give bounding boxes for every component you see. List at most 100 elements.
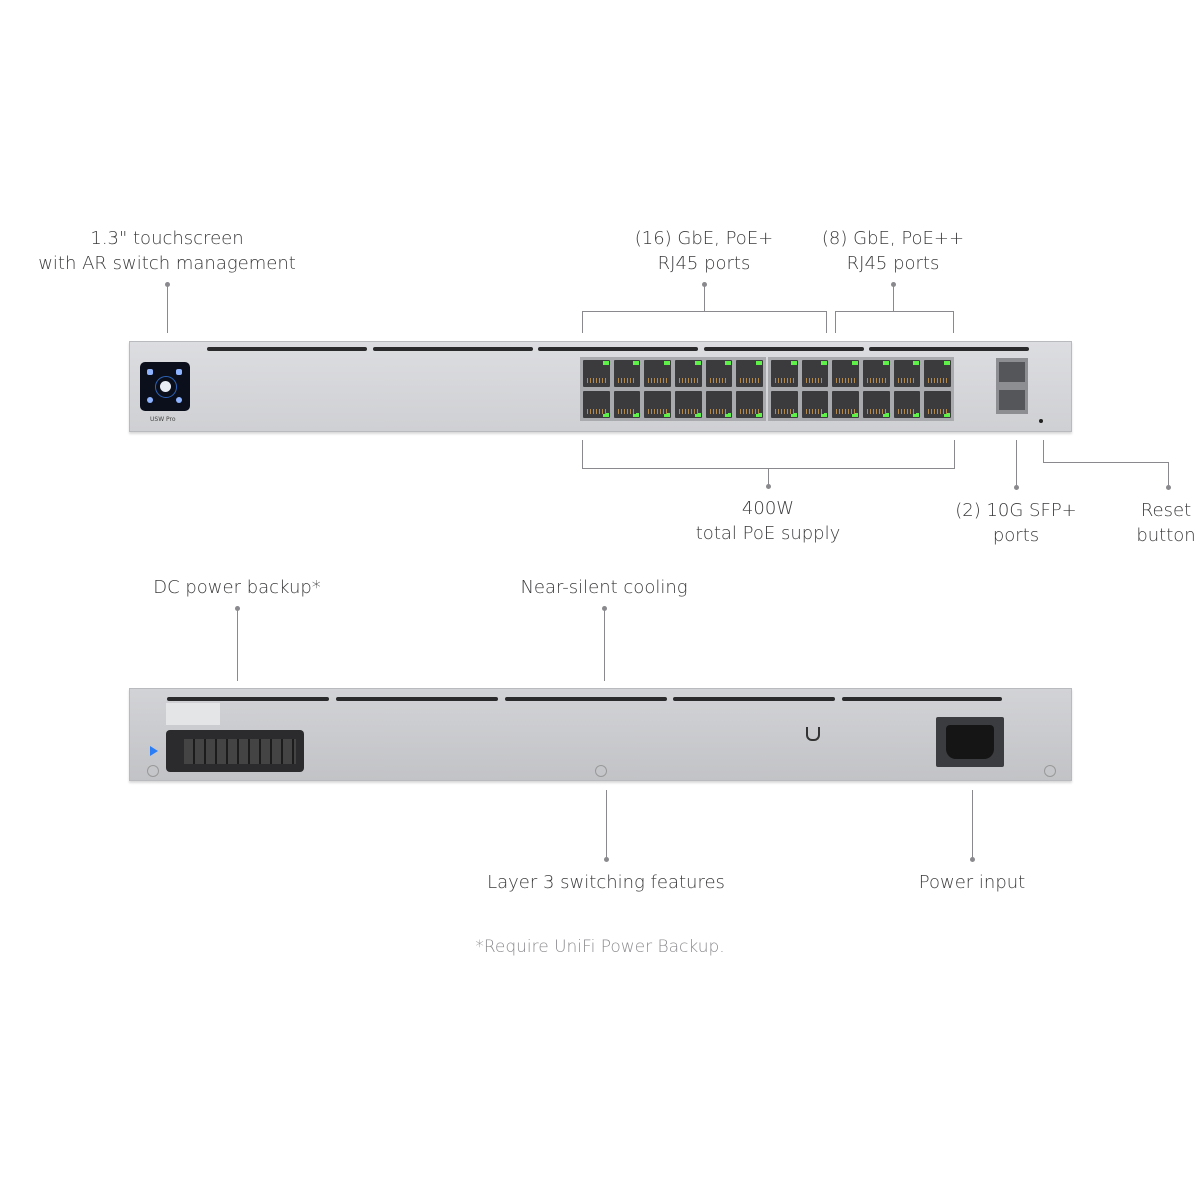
- rj45-port[interactable]: [862, 360, 890, 387]
- rj45-port[interactable]: [705, 360, 733, 387]
- connector-line: [768, 468, 769, 485]
- link-led: [882, 413, 889, 417]
- connector-line: [704, 284, 705, 311]
- rj45-port[interactable]: [893, 391, 921, 418]
- link-led: [755, 361, 762, 365]
- vent-slot: [842, 697, 1002, 701]
- rj45-port[interactable]: [644, 391, 671, 418]
- link-led: [851, 413, 858, 417]
- footnote: *Require UniFi Power Backup.: [475, 937, 725, 957]
- screw-icon: [595, 765, 607, 777]
- connector-dot: [1014, 485, 1019, 490]
- stats-icon: [176, 369, 182, 375]
- rj45-port[interactable]: [801, 391, 829, 418]
- rj45-port[interactable]: [674, 391, 702, 418]
- sfp-port[interactable]: [999, 362, 1025, 382]
- bracket: [835, 311, 836, 333]
- vent-slot: [373, 347, 533, 351]
- vent-slot: [505, 697, 667, 701]
- link-led: [602, 413, 609, 417]
- reset-button[interactable]: [1039, 419, 1043, 423]
- link-led: [913, 413, 920, 417]
- sfp-label: (2) 10G SFP+ports: [955, 500, 1077, 546]
- link-led: [725, 361, 732, 365]
- connector-dot: [1166, 485, 1171, 490]
- touchscreen[interactable]: [140, 362, 190, 411]
- dc-power-port[interactable]: [166, 730, 304, 772]
- link-led: [821, 413, 828, 417]
- bracket: [835, 311, 954, 312]
- link-led: [882, 361, 889, 365]
- vent-slot: [167, 697, 329, 701]
- link-led: [790, 361, 797, 365]
- bracket: [582, 311, 583, 333]
- link-led: [602, 361, 609, 365]
- vent-slot: [673, 697, 835, 701]
- rj45-port[interactable]: [862, 391, 890, 418]
- rj45-port[interactable]: [674, 360, 702, 387]
- link-led: [663, 413, 670, 417]
- screw-icon: [1044, 765, 1056, 777]
- bracket: [582, 311, 827, 312]
- connector-line: [893, 284, 894, 311]
- rj45-port[interactable]: [705, 391, 733, 418]
- rj45-port[interactable]: [893, 360, 921, 387]
- dc-backup-label: DC power backup*: [153, 577, 321, 598]
- sfp-cage: [996, 358, 1028, 414]
- connector-line: [604, 608, 605, 681]
- bracket: [953, 311, 954, 333]
- cooling-label: Near-silent cooling: [520, 577, 688, 598]
- rj45-port[interactable]: [924, 360, 951, 387]
- front-panel: USW Pro: [129, 341, 1072, 432]
- home-icon: [160, 381, 171, 392]
- link-led: [851, 361, 858, 365]
- clock-icon: [147, 397, 153, 403]
- rj45-poe-plus-group: [580, 357, 766, 421]
- rj45-port[interactable]: [801, 360, 829, 387]
- connector-dot: [604, 857, 609, 862]
- bracket: [826, 311, 827, 333]
- bracket: [954, 440, 955, 468]
- connector-line: [606, 790, 607, 858]
- dc-indicator-icon: [150, 746, 158, 756]
- link-led: [821, 361, 828, 365]
- vent-slot: [704, 347, 864, 351]
- rj45-port[interactable]: [771, 391, 798, 418]
- vent-slot: [336, 697, 498, 701]
- rj45-port[interactable]: [771, 360, 798, 387]
- connector-line: [1016, 440, 1017, 486]
- sfp-port[interactable]: [999, 390, 1025, 410]
- rj45-port[interactable]: [924, 391, 951, 418]
- rj45-port[interactable]: [583, 391, 610, 418]
- ubiquiti-logo-icon: [806, 727, 820, 741]
- rj45-port[interactable]: [832, 391, 859, 418]
- rj45-port[interactable]: [613, 360, 641, 387]
- bracket: [582, 440, 583, 468]
- power-input-label: Power input: [918, 872, 1026, 893]
- connector-dot: [970, 857, 975, 862]
- qr-label: [166, 703, 220, 725]
- link-led: [633, 413, 640, 417]
- link-led: [725, 413, 732, 417]
- link-led: [633, 361, 640, 365]
- connector-line: [1168, 462, 1169, 486]
- connector-dot: [766, 484, 771, 489]
- rj45-poe-plus-plus-group: [768, 357, 954, 421]
- vent-slot: [869, 347, 1029, 351]
- rj45-port[interactable]: [832, 360, 859, 387]
- rj45-port[interactable]: [736, 391, 763, 418]
- connector-line: [1043, 440, 1044, 462]
- link-led: [755, 413, 762, 417]
- rj45-port[interactable]: [644, 360, 671, 387]
- rj45-port[interactable]: [583, 360, 610, 387]
- rj45-port[interactable]: [736, 360, 763, 387]
- connector-line: [1043, 462, 1169, 463]
- settings-icon: [176, 397, 182, 403]
- model-mark: USW Pro: [150, 416, 176, 423]
- power-input-port[interactable]: [936, 717, 1004, 767]
- vent-slot: [538, 347, 698, 351]
- poe-plus-plus-label: (8) GbE, PoE++RJ45 ports: [821, 228, 965, 274]
- rj45-port[interactable]: [613, 391, 641, 418]
